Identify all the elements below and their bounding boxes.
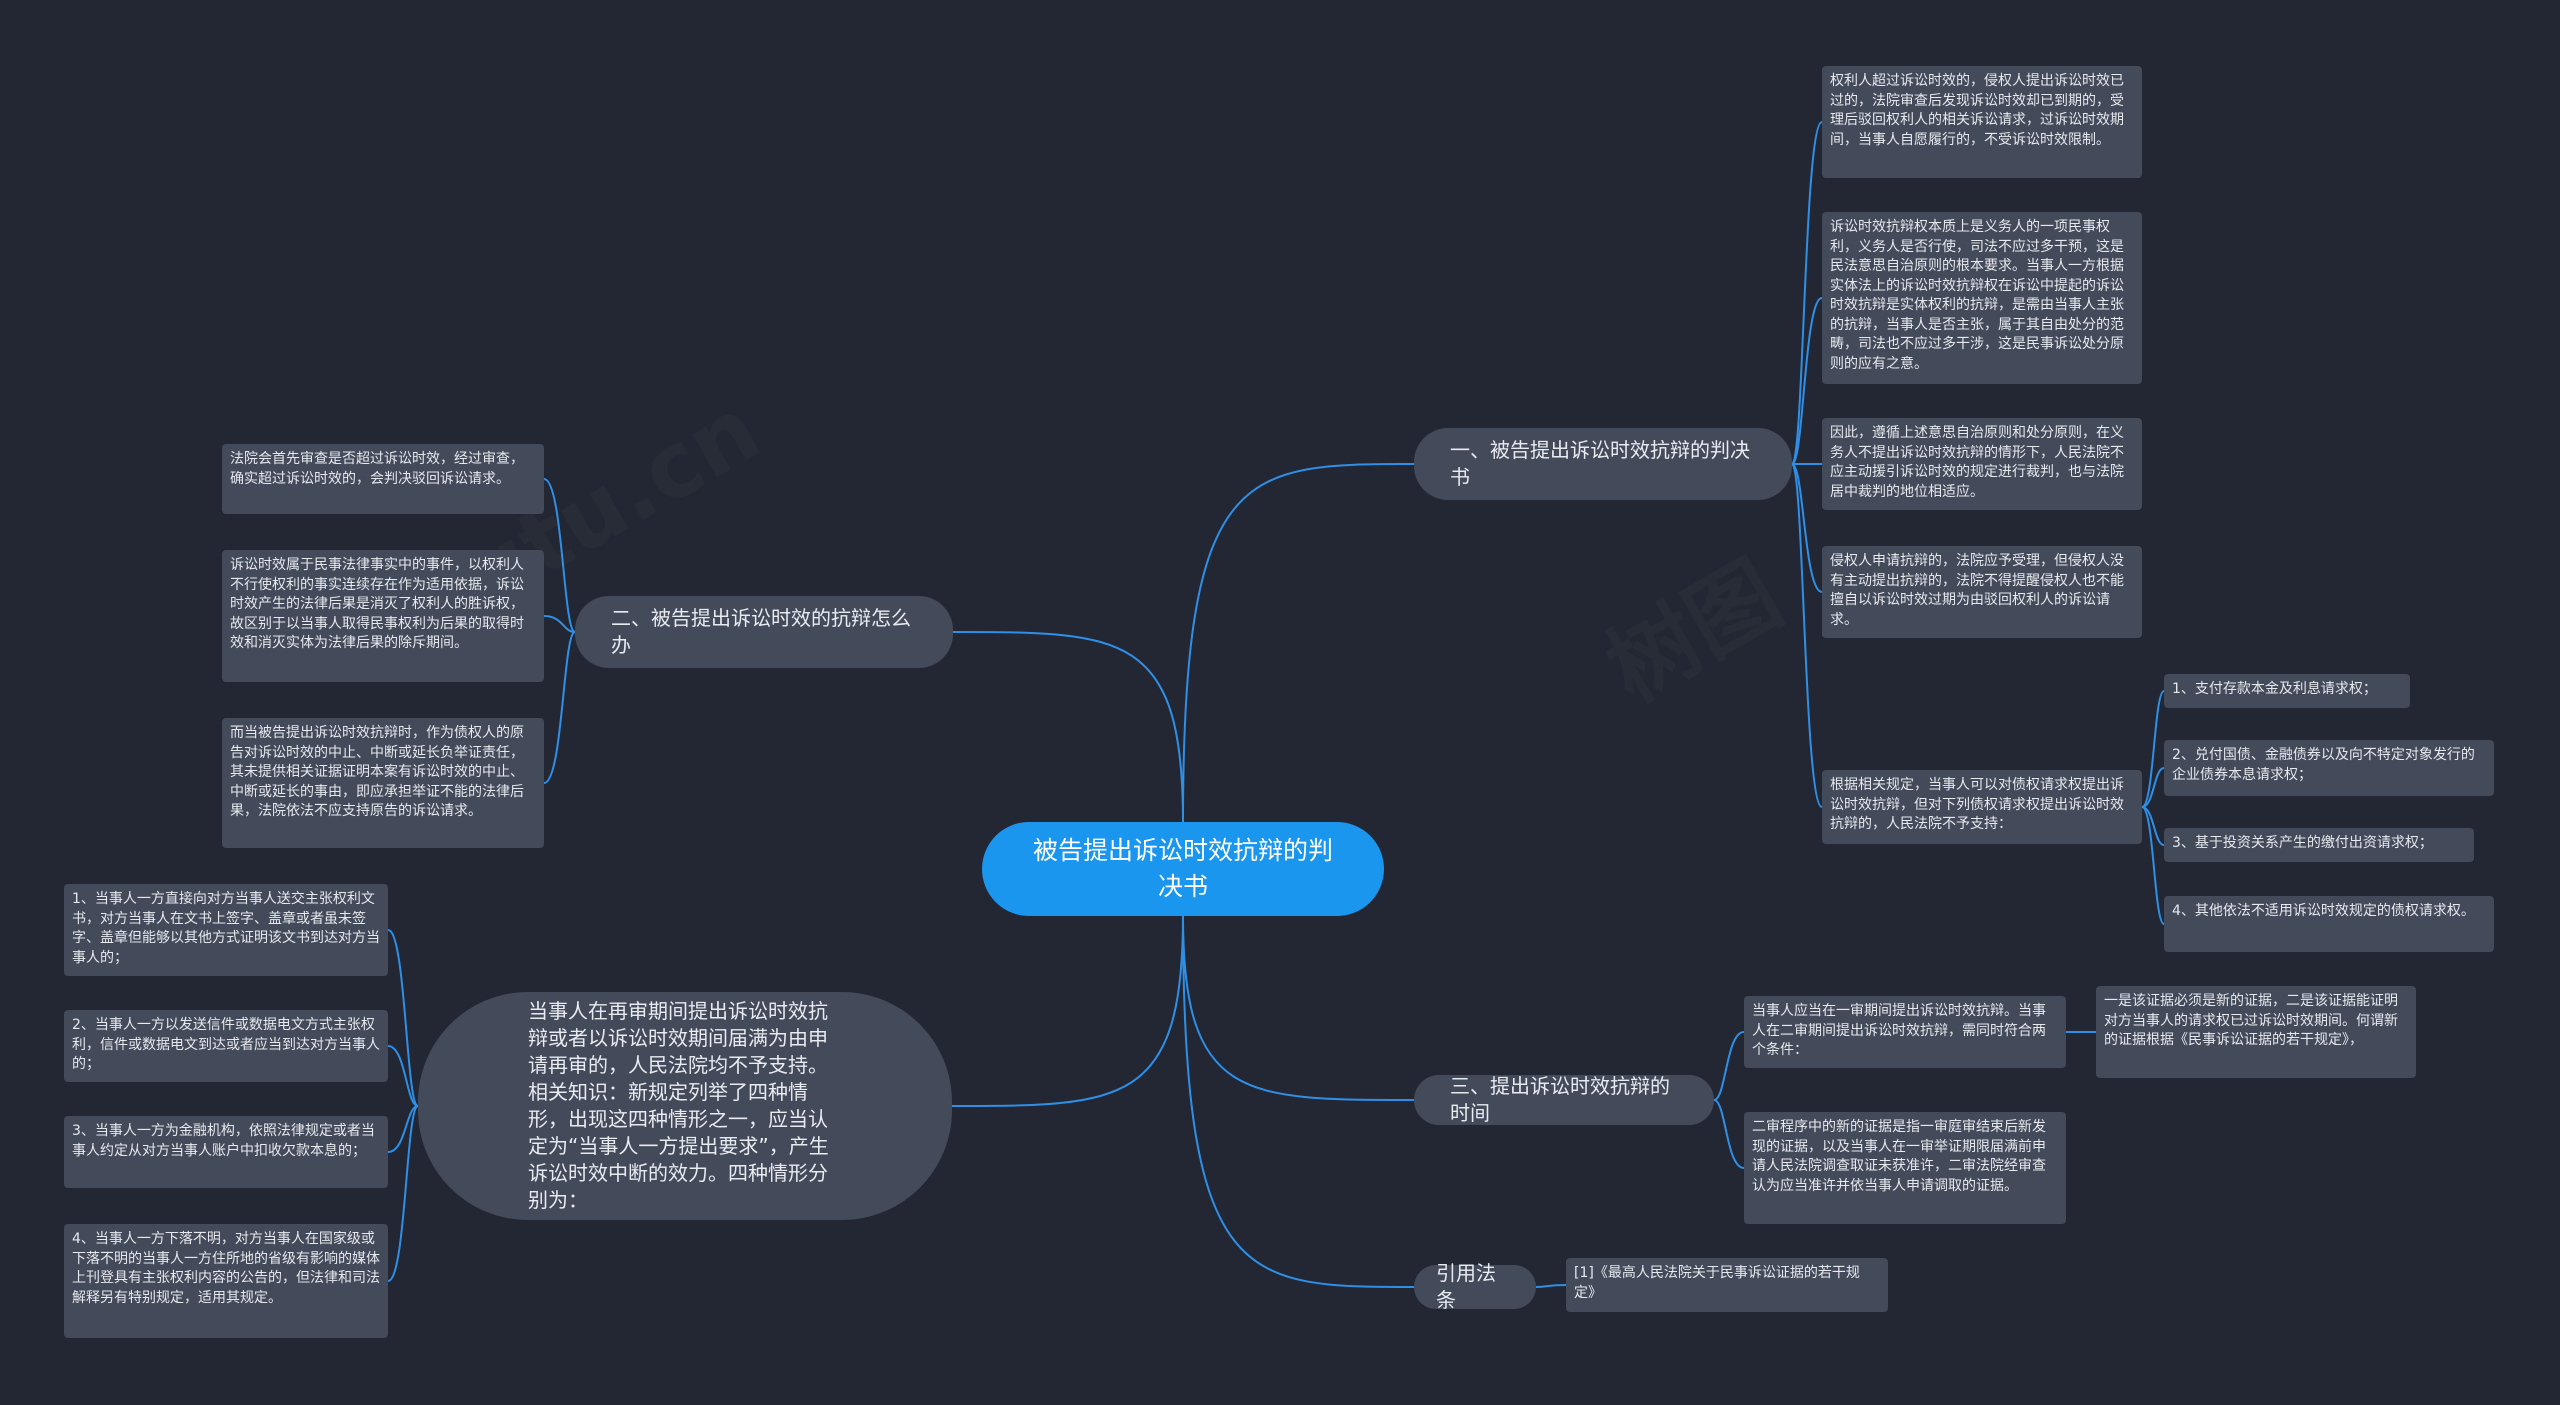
branch-label: 三、提出诉讼时效抗辩的时间 [1450,1074,1670,1125]
branch-leaf-edge [1713,1099,1745,1169]
leaf-note[interactable]: 一是该证据必须是新的证据，二是该证据能证明对方当事人的请求权已过诉讼时效期间。何… [2096,986,2416,1078]
branch-leaf-edge [1535,1284,1567,1288]
branch-leaf-edge [1713,1031,1745,1101]
branch-leaf-edge [1791,463,1823,808]
branch-label: 一、被告提出诉讼时效抗辩的判决书 [1450,438,1750,489]
leaf-note[interactable]: 侵权人申请抗辩的，法院应予受理，但侵权人没有主动提出抗辩的，法院不得提醒侵权人也… [1822,546,2142,638]
branch-leaf-edge [387,1105,419,1153]
branch-leaf-edge [543,615,576,633]
branch-leaf-edge [387,1045,419,1107]
leaf-note[interactable]: 二审程序中的新的证据是指一审庭审结束后新发现的证据，以及当事人在一审举证期限届满… [1744,1112,2066,1224]
branch-retrial[interactable]: 当事人在再审期间提出诉讼时效抗辩或者以诉讼时效期间届满为由申请再审的，人民法院均… [418,992,952,1220]
leaf-note[interactable]: 根据相关规定，当事人可以对债权请求权提出诉讼时效抗辩，但对下列债权请求权提出诉讼… [1822,770,2142,844]
branch-leaf-edge [1791,121,1823,465]
leaf-list-item[interactable]: 3、基于投资关系产生的缴付出资请求权； [2164,828,2474,862]
leaf-list-item[interactable]: 3、当事人一方为金融机构，依照法律规定或者当事人约定从对方当事人账户中扣收欠款本… [64,1116,388,1188]
root-branch-edge [1182,915,1415,1288]
branch-label: 当事人在再审期间提出诉讼时效抗辩或者以诉讼时效期间届满为由申请再审的，人民法院均… [528,999,829,1212]
root-branch-edge [951,915,1184,1107]
leaf-note[interactable]: 因此，遵循上述意思自治原则和处分原则，在义务人不提出诉讼时效抗辩的情形下，人民法… [1822,418,2142,510]
leaf-citation[interactable]: [1]《最高人民法院关于民事诉讼证据的若干规定》 [1566,1258,1888,1312]
root-branch-edge [1182,915,1415,1101]
branch-leaf-edge [2141,690,2165,808]
branch-leaf-edge [387,1105,419,1282]
root-branch-edge [1182,463,1415,823]
branch-label: 二、被告提出诉讼时效的抗辩怎么办 [611,606,911,657]
leaf-note[interactable]: 当事人应当在一审期间提出诉讼时效抗辩。当事人在二审期间提出诉讼时效抗辩，需同时符… [1744,996,2066,1068]
branch-cited-law[interactable]: 引用法条 [1414,1261,1536,1312]
branch-leaf-edge [2141,806,2165,925]
branch-leaf-edge [543,631,576,784]
branch-timing[interactable]: 三、提出诉讼时效抗辩的时间 [1414,1074,1714,1125]
branch-leaf-edge [543,478,576,633]
root-label: 被告提出诉讼时效抗辩的判决书 [1032,836,1333,901]
branch-leaf-edge [1791,297,1823,465]
leaf-note[interactable]: 诉讼时效抗辩权本质上是义务人的一项民事权利，义务人是否行使，司法不应过多干预，这… [1822,212,2142,384]
leaf-list-item[interactable]: 4、当事人一方下落不明，对方当事人在国家级或下落不明的当事人一方住所地的省级有影… [64,1224,388,1338]
branch-leaf-edge [2141,767,2165,808]
branch-leaf-edge [387,929,419,1107]
branch-leaf-edge [1791,463,1823,593]
leaf-list-item[interactable]: 2、当事人一方以发送信件或数据电文方式主张权利，信件或数据电文到达或者应当到达对… [64,1010,388,1082]
leaf-note[interactable]: 法院会首先审查是否超过诉讼时效，经过审查，确实超过诉讼时效的，会判决驳回诉讼请求… [222,444,544,514]
root-branch-edge [952,631,1184,823]
branch-label: 引用法条 [1436,1261,1496,1312]
leaf-list-item[interactable]: 1、支付存款本金及利息请求权； [2164,674,2410,708]
leaf-list-item[interactable]: 4、其他依法不适用诉讼时效规定的债权请求权。 [2164,896,2494,952]
leaf-note[interactable]: 诉讼时效属于民事法律事实中的事件，以权利人不行使权利的事实连续存在作为适用依据，… [222,550,544,682]
leaf-note[interactable]: 而当被告提出诉讼时效抗辩时，作为债权人的原告对诉讼时效的中止、中断或延长负举证责… [222,718,544,848]
leaf-list-item[interactable]: 1、当事人一方直接向对方当事人送交主张权利文书，对方当事人在文书上签字、盖章或者… [64,884,388,976]
branch-judgment[interactable]: 一、被告提出诉讼时效抗辩的判决书 [1414,428,1792,500]
leaf-note[interactable]: 权利人超过诉讼时效的，侵权人提出诉讼时效已过的，法院审查后发现诉讼时效却已到期的… [1822,66,2142,178]
branch-how-to-handle[interactable]: 二、被告提出诉讼时效的抗辩怎么办 [575,596,953,668]
leaf-list-item[interactable]: 2、兑付国债、金融债券以及向不特定对象发行的企业债券本息请求权； [2164,740,2494,796]
root-node[interactable]: 被告提出诉讼时效抗辩的判决书 [982,822,1384,916]
